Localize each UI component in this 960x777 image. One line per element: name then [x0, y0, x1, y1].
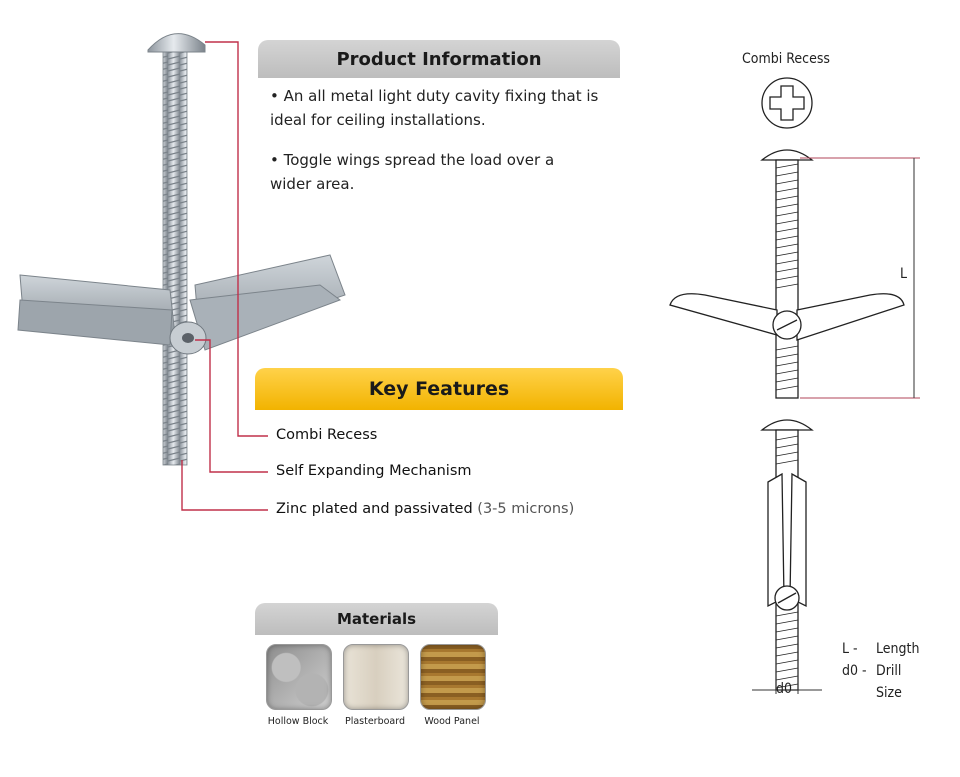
legend-length-key: L - [842, 641, 858, 657]
drill-dimension [752, 660, 822, 694]
bolt-head [147, 33, 206, 53]
legend-length-value: Length [876, 641, 920, 657]
wood-panel-swatch [420, 644, 486, 710]
product-info-bullet-1: • An all metal light duty cavity fixing … [270, 87, 599, 129]
toggle-wings [17, 254, 346, 355]
key-features-title: Key Features [368, 378, 510, 400]
length-dimension [800, 157, 920, 399]
product-info-bullet-2: • Toggle wings spread the load over a wi… [270, 151, 555, 193]
product-info-title: Product Information [336, 48, 542, 70]
legend-drill-value-2: Size [876, 685, 902, 701]
length-marker: L [900, 266, 908, 282]
bolt-shaft [162, 44, 188, 466]
drill-marker: d0 [776, 681, 793, 697]
feature-self-expanding: Self Expanding Mechanism [276, 463, 472, 479]
material-label-wood-panel: Wood Panel [424, 716, 480, 727]
material-label-plasterboard: Plasterboard [344, 716, 406, 727]
feature-combi-recess: Combi Recess [276, 427, 377, 443]
feature-sub-label: (3-5 microns) [477, 501, 575, 517]
hollow-block-swatch [266, 644, 332, 710]
plasterboard-swatch [343, 644, 409, 710]
leader-lines [181, 41, 268, 511]
materials-header: Materials [255, 603, 498, 635]
legend-drill-key: d0 - [842, 663, 867, 679]
combi-recess-label: Combi Recess [742, 51, 830, 67]
product-info-header: Product Information [258, 40, 620, 78]
feature-zinc-plated: Zinc plated and passivated (3-5 microns) [276, 501, 574, 517]
technical-drawing [669, 77, 905, 691]
materials-title: Materials [336, 610, 417, 628]
key-features-header: Key Features [255, 368, 623, 410]
feature-label: Zinc plated and passivated [276, 501, 473, 517]
feature-label: Combi Recess [276, 427, 378, 443]
legend-drill-value-1: Drill [876, 663, 902, 679]
feature-label: Self Expanding Mechanism [276, 463, 472, 479]
material-label-hollow-block: Hollow Block [267, 716, 329, 727]
